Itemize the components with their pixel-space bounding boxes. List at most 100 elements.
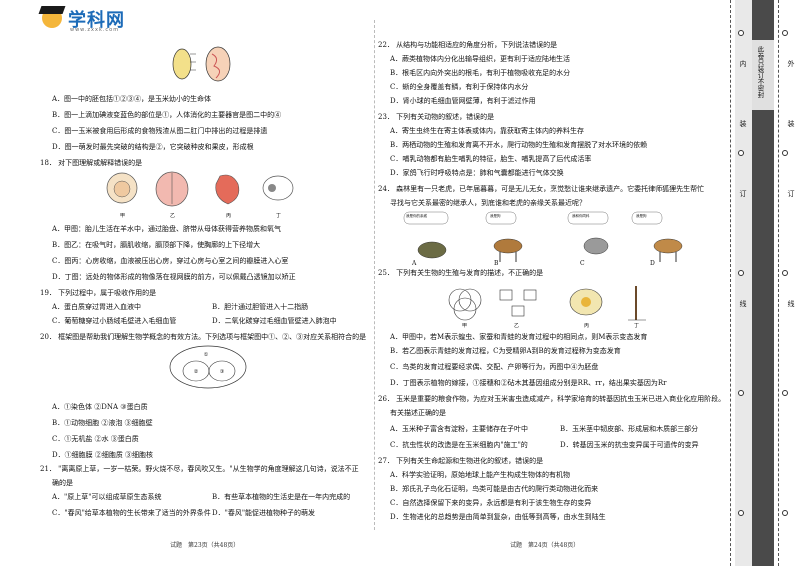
q21-option-a: A．"原上草"可以组成草原生态系统	[52, 493, 162, 501]
q18-option-d: D．丁图：远处的物体形成的物像落在视网膜的前方，可以佩戴凸透镜加以矫正	[52, 273, 296, 281]
q27-option-b: B．郑氏孔子鸟化石证明，鸟类可能是由古代的爬行类动物进化而来	[390, 485, 599, 493]
q25-label-jia: 甲	[462, 323, 468, 329]
inner-char-zhuang: 装	[739, 120, 747, 127]
q25-option-a: A．甲图中，若M表示蝗虫、家蚕和青蛙的发育过程中的相同点，则M表示变态发育	[390, 333, 648, 341]
q17-option-b: B．图一上滴加碘液变蓝色的部位是①，人体消化的主要器官是图二中的④	[52, 111, 282, 119]
q20-venn-figure: ① ② ③	[168, 344, 248, 390]
q25-figure	[440, 280, 660, 326]
q25-option-b: B．若乙图表示青蛙的发育过程，C为受精卵A到B的发育过程称为变态发育	[390, 347, 621, 355]
q21-stem-line2: 确的是	[52, 479, 73, 487]
outer-char-zhuang: 装	[787, 120, 795, 127]
q23-option-b: B．两栖动物的生殖和发育离不开水，爬行动物的生殖和发育摆脱了对水环境的依赖	[390, 141, 648, 149]
svg-text:①: ①	[204, 352, 209, 358]
q19-option-b: B．胆汁通过胆管进入十二指肠	[212, 303, 309, 311]
q24-stem-line2: 寻找与它关系最密的继承人，到底谁和老虎的亲缘关系最近呢？	[390, 199, 586, 207]
binding-hole-4	[738, 390, 744, 396]
q23-stem: 23． 下列有关动物的叙述，错误的是	[378, 113, 495, 121]
q24-bubble-b: 我是狗	[490, 214, 501, 218]
left-page-footer: 试题 第23页（共48页）	[170, 542, 240, 549]
binding-hole-5	[738, 510, 744, 516]
q18-sketches	[106, 171, 294, 207]
binding-hole-2	[738, 150, 744, 156]
corn-seed-figure	[168, 44, 238, 86]
q25-label-ding: 丁	[634, 323, 640, 329]
q20-stem: 20． 框架图是帮助我们理解生物学概念的有效方法。下列选项与框架图中①、②、③对…	[40, 333, 367, 341]
q24-bubble-c: 我和你同科	[572, 214, 590, 218]
q18-label-bing: 丙	[226, 213, 232, 219]
q22-stem: 22． 从结构与功能相适应的角度分析，下列说法错误的是	[378, 41, 558, 49]
logo-text: 学科网	[68, 10, 125, 31]
q19-stem: 19． 下列过程中，属于吸收作用的是	[40, 289, 157, 297]
q18-label-yi: 乙	[170, 213, 176, 219]
q23-option-a: A．寄生虫终生在寄主体表或体内，靠获取寄主体内的养料生存	[390, 127, 585, 135]
q25-label-yi: 乙	[514, 323, 520, 329]
q18-option-a: A．甲图：胎儿生活在羊水中，通过胎盘、脐带从母体获得营养物质和氧气	[52, 225, 282, 233]
binding-notice-panel	[752, 40, 774, 110]
inner-char-ding: 订	[739, 190, 747, 197]
binding-hole-1	[738, 30, 744, 36]
binding-line-inner	[730, 0, 731, 566]
q21-option-d: D．"春风"能促进植物种子的萌发	[212, 509, 316, 517]
q18-label-ding: 丁	[276, 213, 282, 219]
q22-option-b: B．根毛区内向外突出的根毛，有利于植物吸收充足的水分	[390, 69, 571, 77]
q24-bubble-a: 我是你的亲戚	[406, 214, 427, 218]
q17-option-a: A．图一中的胚包括①②③④，是玉米幼小的生命体	[52, 95, 212, 103]
q26-option-c: C．抗虫性状的改造是在玉米细胞内"施工"的	[390, 441, 528, 449]
logo-url: www.zxxk.com	[70, 27, 120, 33]
q18-stem: 18． 对下图理解或解释错误的是	[40, 159, 143, 167]
binding-hole-7	[782, 150, 788, 156]
q20-option-a: A．①染色体 ②DNA ③蛋白质	[52, 403, 148, 411]
outer-char-wai: 外	[787, 60, 795, 67]
q24-bubble-d: 我是狗	[636, 214, 647, 218]
svg-text:③: ③	[220, 369, 225, 375]
q26-option-a: A．玉米种子富含有淀粉，主要储存在子叶中	[390, 425, 529, 433]
binding-strip-grey	[735, 0, 752, 566]
binding-hole-9	[782, 390, 788, 396]
binding-hole-3	[738, 270, 744, 276]
q25-option-d: D．丁图表示植物的嫁接，①接穗和②砧木其基因组成分别是RR、rr，结出果实基因为…	[390, 379, 667, 387]
q23-option-d: D．家鸽飞行时呼吸特点是：肺和气囊都能进行气体交换	[390, 169, 564, 177]
q24-letter-b: B	[494, 260, 499, 267]
q27-stem: 27． 下列有关生命起源和生物进化的叙述，错误的是	[378, 457, 544, 465]
corn-digestive-sketch	[172, 46, 231, 82]
q19-option-a: A．蛋白质穿过胃进入血液中	[52, 303, 142, 311]
q25-sketches	[448, 286, 646, 321]
graduation-cap-icon	[38, 6, 66, 14]
q24-letter-d: D	[650, 260, 655, 267]
binding-notice-text: 此卷只装订不密封	[756, 46, 764, 98]
q18-option-c: C．图丙：心房收缩，血液被压出心房，穿过心房与心室之间的瓣膜进入心室	[52, 257, 289, 265]
q18-label-jia: 甲	[120, 213, 126, 219]
outer-char-xian: 线	[787, 300, 795, 307]
right-page-footer: 试题 第24页（共48页）	[510, 542, 580, 549]
site-logo: 学科网 www.zxxk.com	[38, 6, 150, 36]
q20-nested-circles: ① ② ③	[169, 345, 247, 389]
q24-stem-line1: 24． 森林里有一只老虎，已年届暮暮，可是无儿无女，烹觉愁让谁来继承遗产。它委托…	[378, 185, 705, 193]
inner-char-xian: 线	[739, 300, 747, 307]
q17-option-c: C．图一玉米被食用后形成的食物残渣从图二肛门中排出的过程是排遗	[52, 127, 268, 135]
q20-option-c: C．①无机盐 ②水 ③蛋白质	[52, 435, 139, 443]
q20-option-d: D．①细胞膜 ②细胞质 ③细胞核	[52, 451, 154, 459]
q26-stem-line2: 有关描述正确的是	[390, 409, 446, 417]
q25-stem: 25． 下列有关生物的生殖与发育的描述，不正确的是	[378, 269, 544, 277]
q26-option-b: B．玉米茎中韧皮部、形成层和木质部三部分	[560, 425, 699, 433]
binding-hole-8	[782, 270, 788, 276]
binding-line-outer	[778, 0, 779, 566]
q21-option-c: C．"春风"给草本植物的生长带来了适当的外界条件	[52, 509, 211, 517]
q21-stem-line1: 21． "离离原上草，一岁一枯荣。野火烧不尽，春风吹又生。"从生物学的角度理解这…	[40, 465, 359, 473]
q19-option-c: C．葡萄糖穿过小肠绒毛壁进入毛细血管	[52, 317, 177, 325]
q27-option-c: C．自然选择保留下来的变异，永远都是有利于该生物生存的变异	[390, 499, 592, 507]
q19-option-d: D．二氧化碳穿过毛细血管壁进入肺泡中	[212, 317, 337, 325]
q25-label-bing: 丙	[584, 323, 590, 329]
svg-text:②: ②	[194, 369, 199, 375]
q18-figure	[100, 168, 300, 218]
binding-hole-10	[782, 510, 788, 516]
q18-option-b: B．图乙：在吸气时，膈肌收缩，膈顶部下降，使胸廓的上下径增大	[52, 241, 261, 249]
q27-option-a: A．科学实验证明，原始地球上能产生构成生物体的有机物	[390, 471, 571, 479]
q27-option-d: D．生物进化的总趋势是由简单到复杂，由低等到高等，由水生到陆生	[390, 513, 606, 521]
q25-option-c: C．鸟类的发育过程要经求偶、交配、产卵等行为，丙图中④为胚盘	[390, 363, 599, 371]
q26-stem-line1: 26． 玉米是重要的粮食作物，为应对玉米害虫造成减产，科学家培育的转基因抗虫玉米…	[378, 395, 726, 403]
q22-option-c: C．蜥的全身覆盖有鳞，有利于保持体内水分	[390, 83, 529, 91]
binding-hole-6	[782, 30, 788, 36]
column-divider	[374, 20, 375, 530]
